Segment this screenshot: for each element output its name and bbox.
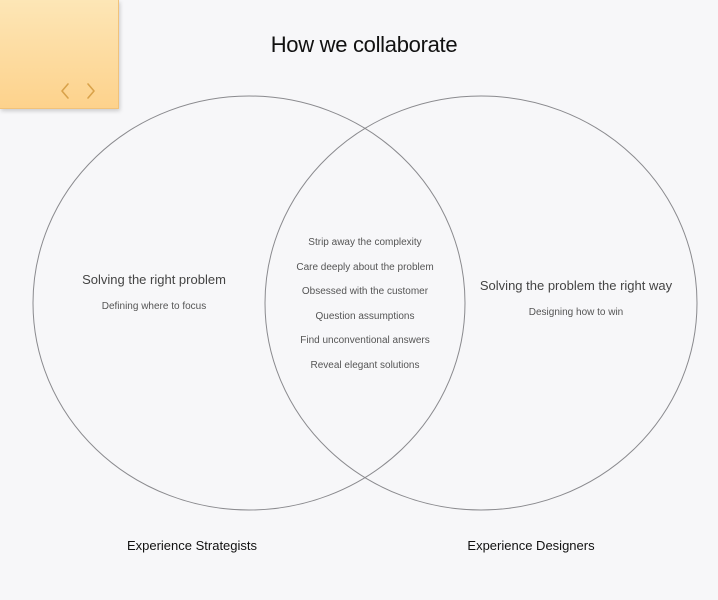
right-set-subtitle: Designing how to win bbox=[528, 307, 624, 318]
intersection-item: Find unconventional answers bbox=[300, 335, 430, 347]
left-set-title: Solving the right problem bbox=[82, 272, 226, 287]
left-set-subtitle: Defining where to focus bbox=[101, 301, 207, 312]
intersection-item: Care deeply about the problem bbox=[296, 261, 434, 273]
intersection-list: Strip away the complexity Care deeply ab… bbox=[270, 236, 460, 384]
right-circle-label: Experience Designers bbox=[467, 538, 595, 553]
right-set-text: Solving the problem the right way Design… bbox=[470, 278, 682, 318]
left-circle-label: Experience Strategists bbox=[126, 538, 258, 553]
intersection-item: Question assumptions bbox=[315, 310, 415, 322]
venn-circle-left bbox=[32, 95, 466, 511]
right-set-title: Solving the problem the right way bbox=[479, 278, 673, 293]
chevron-left-icon[interactable] bbox=[58, 80, 72, 102]
chevron-right-icon[interactable] bbox=[84, 80, 98, 102]
sticky-note[interactable] bbox=[0, 0, 119, 109]
intersection-item: Strip away the complexity bbox=[308, 237, 422, 248]
note-navigation bbox=[58, 80, 98, 102]
intersection-item: Reveal elegant solutions bbox=[310, 359, 420, 371]
intersection-item: Obsessed with the customer bbox=[301, 286, 429, 298]
diagram-title: How we collaborate bbox=[270, 32, 458, 57]
left-set-text: Solving the right problem Defining where… bbox=[54, 272, 254, 312]
venn-circle-right bbox=[264, 95, 698, 511]
